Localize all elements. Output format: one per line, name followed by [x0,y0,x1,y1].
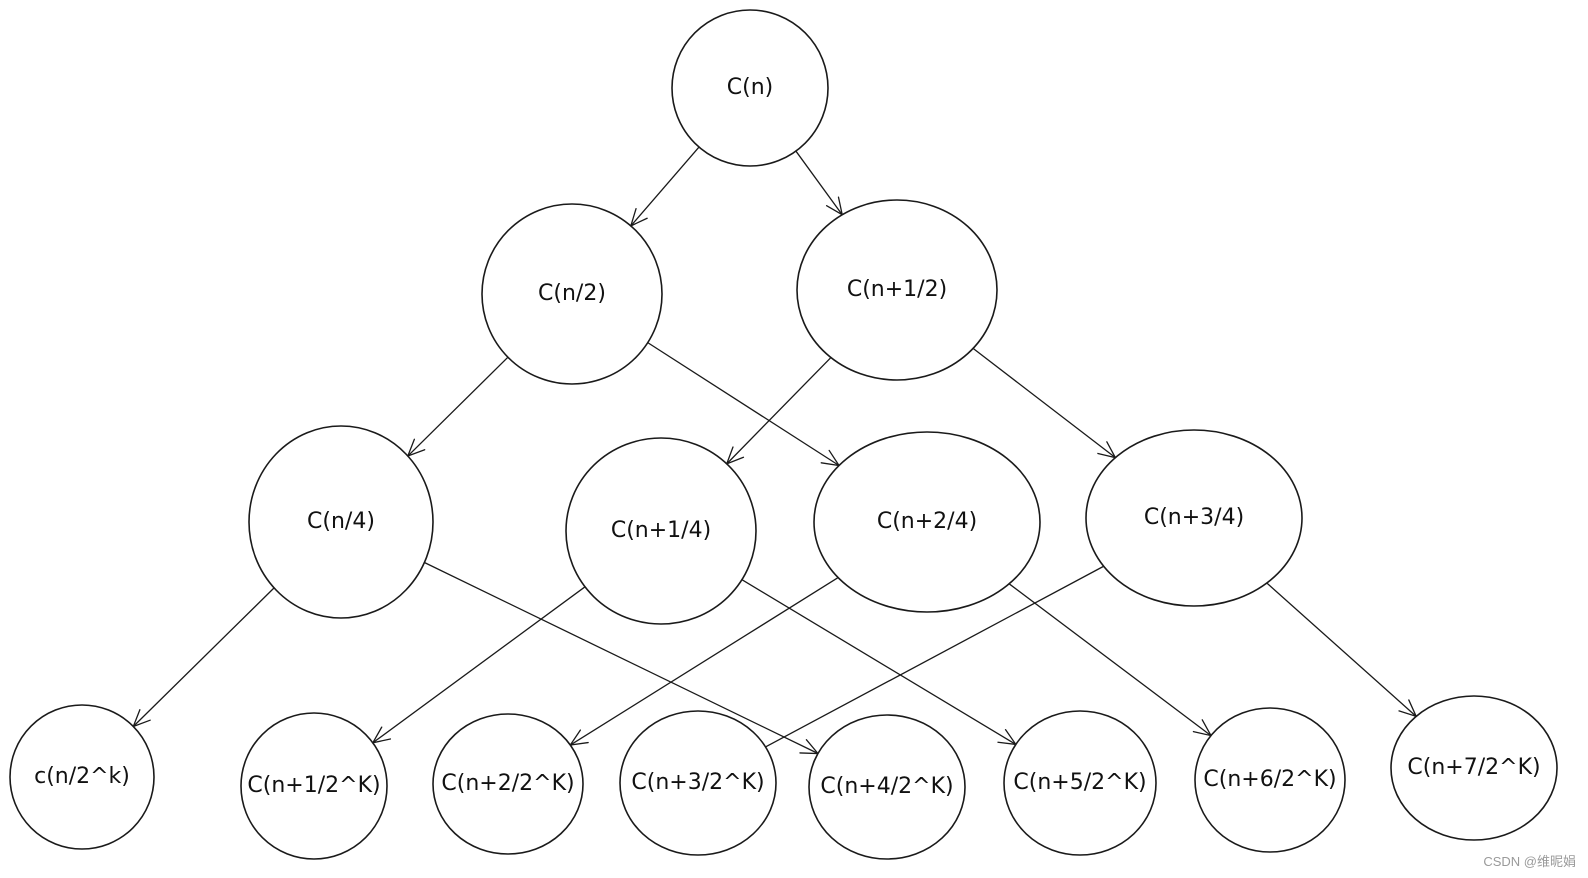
node-label: C(n+3/4) [1144,505,1244,530]
node-circle [1003,710,1157,856]
node-circle [619,710,777,856]
edge-l1b-to-l2b [725,357,832,466]
node-label: c(n/2^k) [34,764,130,789]
tree-node-l3d: C(n+3/2^K) [619,710,777,856]
edge-root-to-l1a [629,146,700,228]
node-label: C(n+5/2^K) [1013,770,1146,795]
node-label: C(n) [727,75,773,100]
edge-line [795,150,843,216]
tree-node-l3b: C(n+1/2^K) [240,712,388,860]
tree-node-l2c: C(n+2/4) [813,431,1041,613]
tree-node-l1a: C(n/2) [481,203,663,385]
edge-line [372,586,586,744]
node-circle [565,437,757,625]
watermark-text: CSDN @维昵娟 [1483,854,1576,869]
tree-node-l3c: C(n+2/2^K) [432,713,584,855]
edge-l2d-to-l3h [1266,582,1418,718]
edge-l2a-to-l3a [132,587,275,728]
tree-node-l3f: C(n+5/2^K) [1003,710,1157,856]
node-label: C(n+1/2) [847,277,947,302]
node-circle [796,199,998,381]
node-label: C(n+2/2^K) [441,771,574,796]
edge-line [407,356,509,457]
edges-layer [132,146,1418,755]
edge-line [765,565,1104,748]
node-circle [248,425,434,619]
edge-root-to-l1b [795,150,844,216]
edge-l1a-to-l2a [406,356,509,458]
edge-line [726,357,832,465]
node-label: C(n+1/4) [611,518,711,543]
tree-node-l3h: C(n+7/2^K) [1390,695,1558,841]
node-circle [481,203,663,385]
node-circle [808,714,966,860]
tree-node-root: C(n) [671,9,829,167]
node-label: C(n/4) [307,509,375,534]
node-label: C(n/2) [538,281,606,306]
node-label: C(n+7/2^K) [1407,755,1540,780]
edge-line [630,146,700,227]
tree-node-l3a: c(n/2^k) [9,704,155,850]
node-label: C(n+6/2^K) [1203,767,1336,792]
node-circle [1085,429,1303,607]
edge-line [647,342,840,467]
edge-line [132,587,275,727]
node-circle [671,9,829,167]
tree-node-l3g: C(n+6/2^K) [1194,707,1346,853]
node-label: C(n+2/4) [877,509,977,534]
tree-node-l2b: C(n+1/4) [565,437,757,625]
edge-line [741,579,1017,745]
edge-line [972,347,1116,459]
node-circle [240,712,388,860]
tree-node-l1b: C(n+1/2) [796,199,998,381]
nodes-layer: C(n) C(n/2) C(n+1/2) C(n/4) C(n+1/4) C(n+2/4)… [9,9,1558,860]
edge-line [569,577,839,746]
node-circle [1194,707,1346,853]
edge-l2c-to-l3g [1008,583,1213,737]
node-label: C(n+1/2^K) [247,773,380,798]
node-circle [1390,695,1558,841]
node-circle [432,713,584,855]
tree-node-l2d: C(n+3/4) [1085,429,1303,607]
edge-line [1266,582,1417,717]
tree-node-l3e: C(n+4/2^K) [808,714,966,860]
edge-line [424,561,819,755]
node-label: C(n+4/2^K) [820,774,953,799]
edge-l1b-to-l2d [972,347,1117,459]
node-circle [9,704,155,850]
tree-node-l2a: C(n/4) [248,425,434,619]
node-circle [813,431,1041,613]
node-label: C(n+3/2^K) [631,770,764,795]
edge-l2d-to-l3d [765,565,1104,748]
edge-line [1008,583,1212,737]
